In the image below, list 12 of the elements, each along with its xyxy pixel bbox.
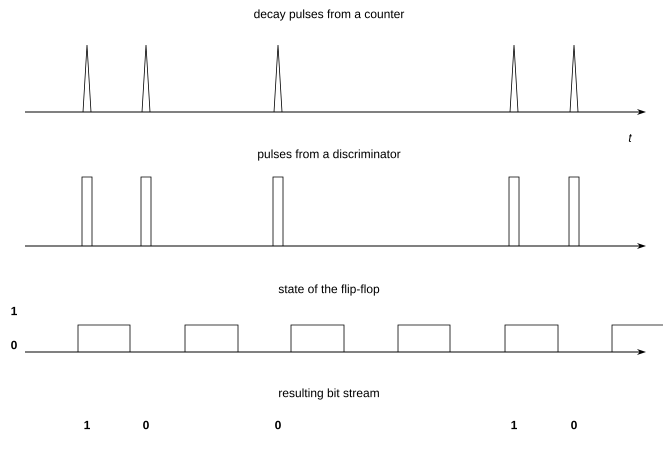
bit-value: 0 bbox=[275, 420, 281, 430]
axis-label: t bbox=[628, 134, 632, 142]
bit-value: 0 bbox=[143, 420, 149, 430]
level-label: 0 bbox=[11, 340, 17, 350]
bit-value: 1 bbox=[84, 420, 90, 430]
level-label: 1 bbox=[11, 306, 17, 316]
plot-title: state of the flip-flop bbox=[278, 284, 380, 296]
plot-title: decay pulses from a counter bbox=[254, 9, 404, 21]
plot-title: pulses from a discriminator bbox=[258, 149, 400, 161]
plot-title: resulting bit stream bbox=[279, 388, 379, 400]
bit-value: 0 bbox=[571, 420, 577, 430]
bit-value: 1 bbox=[511, 420, 517, 430]
